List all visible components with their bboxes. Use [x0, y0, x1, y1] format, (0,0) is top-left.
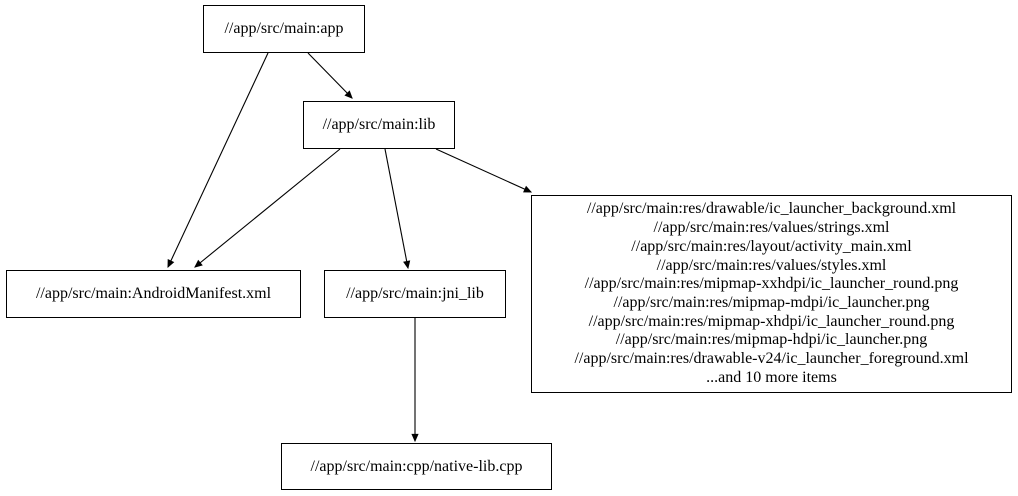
edge-lib-to-resources [435, 148, 533, 193]
node-jni-lib-label: //app/src/main:jni_lib [346, 285, 484, 302]
node-native-lib-cpp: //app/src/main:cpp/native-lib.cpp [281, 443, 552, 490]
node-lib: //app/src/main:lib [303, 101, 455, 149]
resource-line: //app/src/main:res/mipmap-xhdpi/ic_launc… [588, 312, 955, 330]
resource-line: //app/src/main:res/drawable/ic_launcher_… [586, 200, 957, 218]
resource-line: //app/src/main:res/mipmap-xxhdpi/ic_laun… [584, 275, 959, 293]
edge-lib-to-androidmanifest [194, 148, 341, 268]
edge-lib-to-jni-lib [384, 148, 411, 270]
resource-line: //app/src/main:res/values/strings.xml [653, 219, 890, 237]
node-jni-lib: //app/src/main:jni_lib [324, 270, 506, 318]
node-androidmanifest: //app/src/main:AndroidManifest.xml [6, 270, 301, 318]
node-lib-label: //app/src/main:lib [322, 116, 436, 133]
edge-app-to-lib [307, 52, 353, 99]
resource-line: //app/src/main:res/layout/activity_main.… [631, 237, 912, 255]
resource-line: //app/src/main:res/drawable-v24/ic_launc… [574, 350, 969, 368]
resource-line: //app/src/main:res/mipmap-hdpi/ic_launch… [615, 331, 928, 349]
node-app-label: //app/src/main:app [224, 20, 344, 37]
node-native-lib-cpp-label: //app/src/main:cpp/native-lib.cpp [310, 457, 523, 475]
node-app: //app/src/main:app [203, 5, 365, 53]
node-resources-group: //app/src/main:res/drawable/ic_launcher_… [531, 195, 1012, 393]
resource-line: //app/src/main:res/mipmap-mdpi/ic_launch… [613, 294, 930, 311]
resource-line-more-items: ...and 10 more items [706, 368, 837, 386]
edge-app-to-androidmanifest [167, 52, 269, 269]
node-androidmanifest-label: //app/src/main:AndroidManifest.xml [35, 285, 272, 302]
resource-line: //app/src/main:res/values/styles.xml [656, 256, 887, 274]
